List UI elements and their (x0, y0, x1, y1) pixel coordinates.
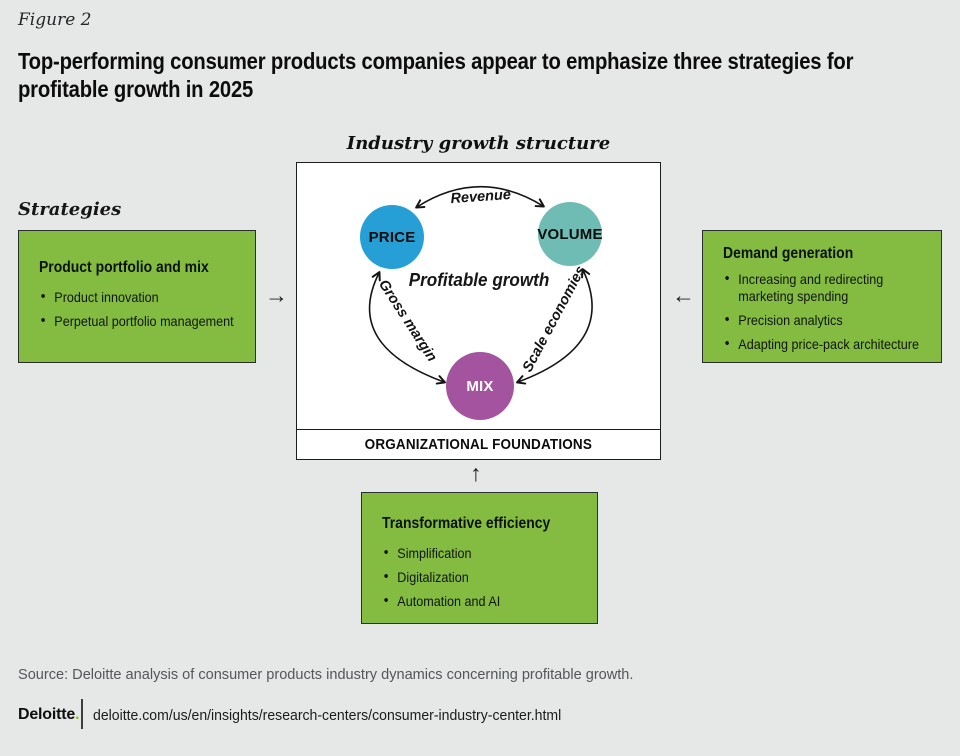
edge-scale-economies-arc (516, 268, 593, 385)
page-title-line2: profitable growth in 2025 (18, 76, 254, 102)
bullet-item: Perpetual portfolio management (39, 312, 251, 330)
footer-url: deloitte.com/us/en/insights/research-cen… (93, 708, 562, 724)
bullet-item: Increasing and redirecting marketing spe… (723, 270, 935, 305)
source-text: Source: Deloitte analysis of consumer pr… (18, 666, 634, 683)
up-arrow-icon: ↑ (470, 460, 482, 486)
organizational-foundations-bar: ORGANIZATIONAL FOUNDATIONS (297, 429, 660, 459)
bullet-item: Adapting price-pack architecture (723, 335, 935, 353)
strategy-bullet-list: SimplificationDigitalizationAutomation a… (382, 544, 594, 610)
page-title: Top-performing consumer products compani… (18, 47, 960, 103)
strategy-box-heading: Demand generation (723, 245, 854, 262)
diagram-edges: Revenue Gross margin Scale economies (368, 185, 593, 385)
right-arrow-icon: → (265, 282, 288, 308)
deloitte-logo: Deloitte. (18, 706, 80, 724)
strategy-box-heading: Transformative efficiency (382, 515, 551, 532)
strategy-box-heading: Product portfolio and mix (39, 259, 209, 276)
node-price: PRICE (360, 205, 424, 269)
bullet-item: Automation and AI (382, 592, 594, 610)
deloitte-logo-text: Deloitte (18, 706, 76, 723)
bullet-item: Digitalization (382, 568, 594, 586)
bullet-item: Simplification (382, 544, 594, 562)
organizational-foundations-label: ORGANIZATIONAL FOUNDATIONS (364, 436, 593, 453)
strategy-box-transformative-efficiency: Transformative efficiency Simplification… (361, 492, 598, 624)
page-title-line1: Top-performing consumer products compani… (18, 48, 854, 74)
footer-divider (81, 699, 83, 729)
edge-revenue-arc (415, 185, 545, 209)
edge-gross-margin-arc (368, 271, 446, 385)
deloitte-logo-dot: . (75, 706, 80, 723)
industry-growth-structure-label: Industry growth structure (346, 133, 611, 154)
bullet-item: Product innovation (39, 288, 251, 306)
node-mix: MIX (446, 352, 514, 420)
strategy-box-product-portfolio: Product portfolio and mix Product innova… (18, 230, 256, 363)
profitable-growth-label: Profitable growth (408, 270, 550, 290)
edge-label-revenue: Revenue (450, 187, 511, 207)
bullet-item: Precision analytics (723, 311, 935, 329)
node-volume: VOLUME (537, 202, 602, 266)
left-arrow-icon: ← (672, 282, 695, 308)
figure-label: Figure 2 (18, 10, 92, 30)
strategy-bullet-list: Product innovationPerpetual portfolio ma… (39, 288, 251, 330)
industry-growth-structure-diagram: Revenue Gross margin Scale economies PRI… (296, 162, 661, 460)
strategy-bullet-list: Increasing and redirecting marketing spe… (723, 270, 935, 353)
strategy-box-demand-generation: Demand generation Increasing and redirec… (702, 230, 942, 363)
strategies-label: Strategies (18, 199, 122, 220)
